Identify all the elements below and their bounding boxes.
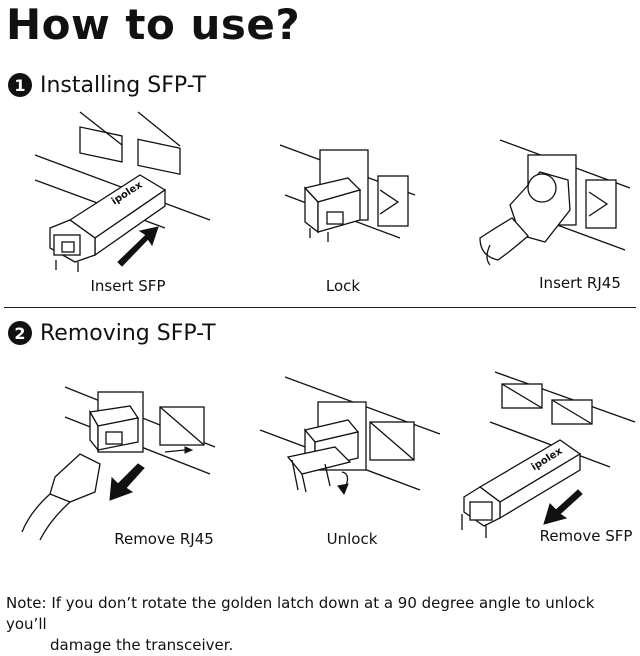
step-1-label: Installing SFP-T — [40, 72, 206, 98]
lock-illustration — [279, 144, 416, 242]
step-1-header: 1 Installing SFP-T — [8, 70, 206, 100]
section-divider — [4, 307, 636, 308]
note-line-2: damage the transceiver. — [50, 636, 234, 654]
note-text: Note: If you don’t rotate the golden lat… — [6, 593, 638, 656]
insert-rj45-illustration — [479, 139, 631, 266]
caption-lock: Lock — [325, 277, 361, 295]
caption-remove-sfp: Remove SFP — [539, 527, 633, 545]
unlock-illustration — [259, 376, 441, 496]
insert-sfp-illustration — [34, 111, 211, 272]
remove-rj45-illustration — [21, 386, 216, 541]
note-line-1: Note: If you don’t rotate the golden lat… — [6, 594, 595, 633]
caption-remove-rj45: Remove RJ45 — [114, 530, 214, 548]
page-title: How to use? — [6, 0, 301, 49]
step-2-header: 2 Removing SFP-T — [8, 318, 216, 348]
panel-insert-sfp: Insert SFP ipolex — [0, 110, 220, 305]
panel-remove-sfp: Remove SFP ipolex — [450, 362, 640, 557]
step-2-label: Removing SFP-T — [40, 320, 216, 346]
panel-insert-rj45: Insert RJ45 — [450, 110, 640, 305]
caption-insert-rj45: Insert RJ45 — [539, 274, 621, 292]
panel-lock: Lock — [230, 110, 420, 305]
caption-unlock: Unlock — [326, 530, 378, 548]
remove-sfp-illustration — [461, 371, 636, 538]
step-2-number: 2 — [8, 321, 32, 345]
panel-remove-rj45: Remove RJ45 — [0, 362, 230, 557]
caption-insert-sfp: Insert SFP — [90, 277, 166, 295]
panel-unlock: Unlock — [240, 362, 450, 557]
step-1-number: 1 — [8, 73, 32, 97]
